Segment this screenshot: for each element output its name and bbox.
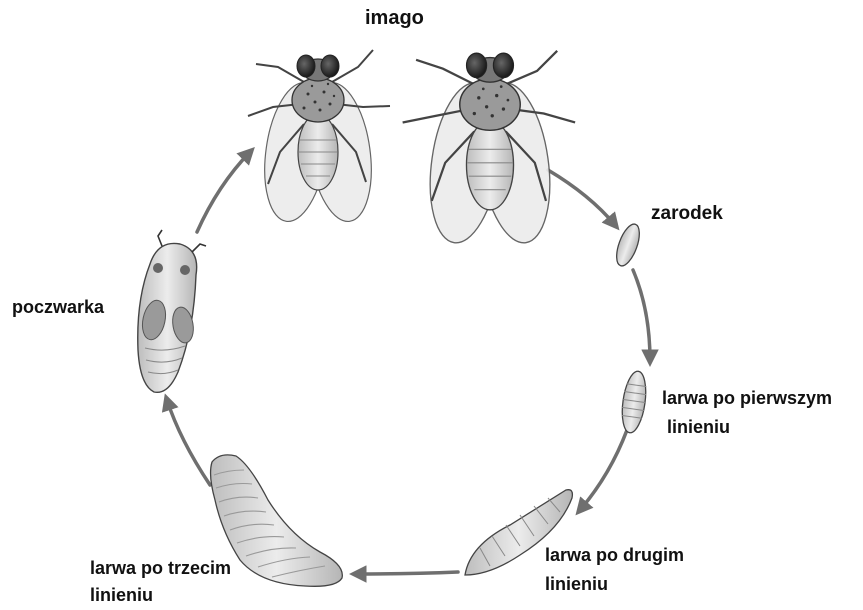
label-imago: imago	[365, 6, 424, 30]
egg-icon	[612, 221, 644, 269]
arrow-egg-to-larva1	[633, 270, 650, 360]
arrow-larva1-to-larva2	[580, 430, 627, 510]
label-larva2-line2: linieniu	[545, 574, 608, 596]
fly-icon	[248, 50, 390, 225]
arrow-pupa-to-imago	[197, 152, 250, 232]
larva-icon	[619, 370, 649, 434]
label-larva1-line1: larwa po pierwszym	[662, 388, 832, 410]
arrow-larva2-to-larva3	[356, 572, 458, 574]
fly-icon	[403, 51, 575, 248]
label-larva3-line2: linieniu	[90, 585, 153, 607]
label-zarodek: zarodek	[651, 203, 723, 226]
label-pupa: poczwarka	[12, 297, 104, 319]
arrow-larva3-to-pupa	[167, 400, 210, 485]
pupa-icon	[138, 230, 206, 392]
label-larva2-line1: larwa po drugim	[545, 545, 684, 567]
label-larva3-line1: larwa po trzecim	[90, 558, 231, 580]
arrow-imago-to-egg	[548, 170, 615, 225]
label-larva1-line2: linieniu	[667, 417, 730, 439]
